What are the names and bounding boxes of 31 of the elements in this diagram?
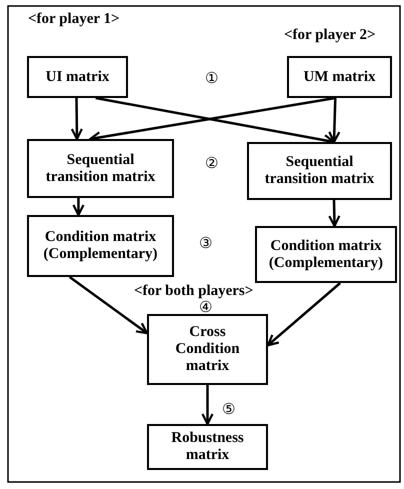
- node-label: Condition matrix (Complementary): [268, 238, 384, 272]
- step-number: ④: [199, 299, 212, 316]
- arrow: [70, 98, 83, 140]
- arrow: [72, 198, 85, 216]
- node-label: UI matrix: [46, 68, 110, 86]
- matrix-box: [147, 314, 268, 385]
- step-number: ②: [205, 155, 218, 172]
- arrow: [266, 282, 342, 346]
- matrix-box: [27, 56, 128, 98]
- matrix-box: [27, 139, 174, 198]
- node-label: Cross Condition matrix: [174, 324, 241, 375]
- matrix-box: [27, 215, 174, 277]
- step-number: ①: [205, 70, 218, 87]
- matrix-box: [287, 56, 392, 98]
- group-heading: <for player 1>: [28, 11, 120, 28]
- step-number: ③: [199, 235, 212, 252]
- node-label: Sequential transition matrix: [264, 154, 376, 188]
- group-heading: <for player 2>: [284, 27, 376, 44]
- node-label: Robustness matrix: [170, 430, 245, 464]
- node-label: UM matrix: [303, 68, 376, 86]
- arrow: [68, 276, 148, 334]
- matrix-box: [247, 142, 392, 200]
- arrow: [328, 98, 340, 144]
- node-label: Condition matrix (Complementary): [42, 229, 159, 263]
- arrow: [328, 200, 340, 228]
- step-number: ⑤: [222, 401, 235, 418]
- arrow: [201, 385, 214, 426]
- matrix-box: [147, 424, 268, 470]
- matrix-box: [255, 226, 397, 283]
- node-label: Sequential transition matrix: [44, 152, 156, 186]
- group-heading: <for both players>: [134, 283, 254, 300]
